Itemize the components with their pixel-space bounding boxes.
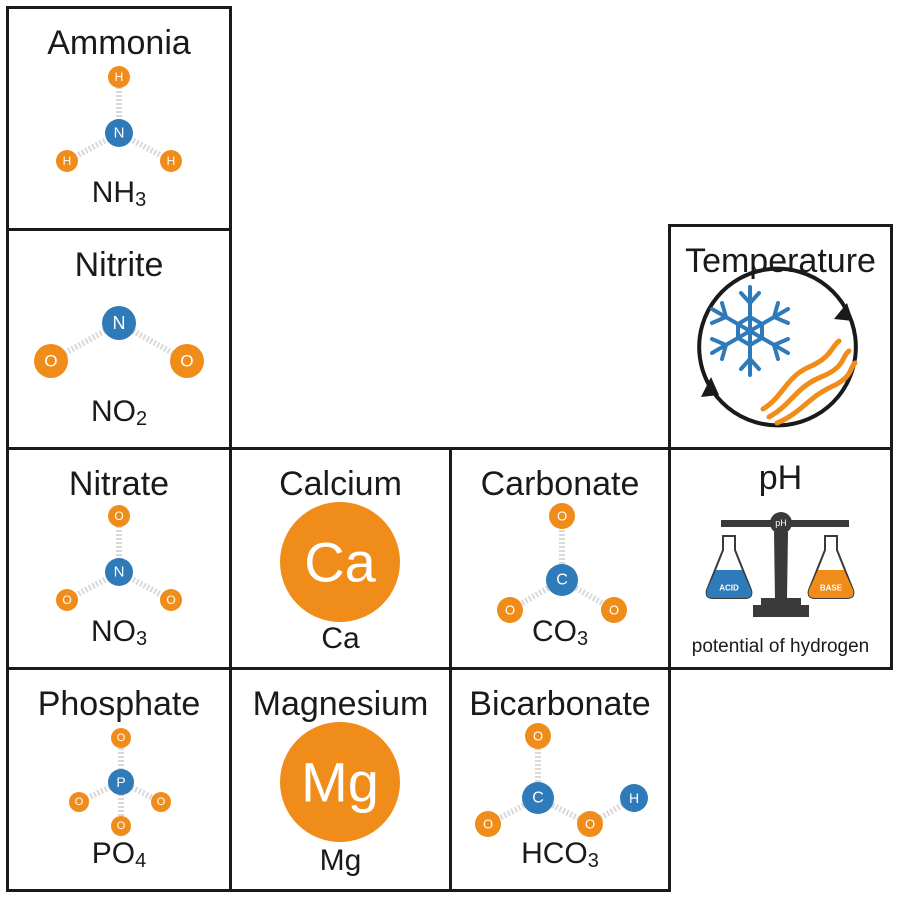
- snowflake-heat-cycle-icon: [697, 266, 858, 428]
- nitrate-title: Nitrate: [68, 465, 170, 503]
- magnesium-title: Magnesium: [252, 685, 429, 723]
- phosphate-title: Phosphate: [37, 685, 201, 723]
- ammonia-atom-b: H: [63, 154, 72, 168]
- carbonate-molecule-icon: C O O O: [497, 503, 627, 623]
- calcium-element-icon: Ca: [280, 502, 400, 622]
- calcium-symbol: Ca: [304, 531, 376, 594]
- phosphate-formula: PO4: [91, 837, 147, 872]
- magnesium-formula: Mg: [319, 844, 362, 877]
- phosphate-atom-d: O: [157, 796, 166, 808]
- nitrite-atom-center: N: [113, 313, 126, 333]
- ammonia-atom-center: N: [114, 125, 125, 142]
- balance-scale-icon: pH ACID BASE: [705, 512, 855, 617]
- ammonia-title: Ammonia: [47, 24, 191, 62]
- cell-phosphate: Phosphate P O O O O PO4: [6, 667, 232, 892]
- magnesium-element-icon: Mg: [280, 722, 400, 842]
- carbonate-atom-c: O: [609, 603, 619, 618]
- bicarbonate-atom-a: O: [533, 729, 543, 744]
- carbonate-atom-a: O: [557, 509, 567, 524]
- cell-magnesium: Magnesium Mg Mg: [229, 667, 452, 892]
- temperature-title: Temperature: [685, 242, 876, 280]
- nitrate-formula: NO3: [90, 615, 148, 650]
- base-label: BASE: [820, 584, 843, 593]
- cell-ph: pH pH ACID BASE potential of hydrogen: [668, 447, 893, 670]
- ammonia-formula: NH3: [91, 176, 147, 211]
- phosphate-atom-center: P: [116, 774, 125, 790]
- cell-carbonate: Carbonate C O O O CO3: [449, 447, 671, 670]
- bicarbonate-atom-c: O: [585, 817, 595, 832]
- ph-caption: potential of hydrogen: [691, 636, 870, 657]
- bicarbonate-atom-d: H: [629, 790, 639, 806]
- ph-title: pH: [758, 459, 803, 497]
- nitrite-formula: NO2: [90, 395, 148, 430]
- nitrite-atom-a: O: [44, 352, 57, 371]
- cell-bicarbonate: Bicarbonate C O O O H HCO3: [449, 667, 671, 892]
- nitrite-title: Nitrite: [74, 246, 164, 284]
- calcium-formula: Ca: [321, 622, 360, 655]
- phosphate-atom-b: O: [117, 820, 126, 832]
- nitrite-atom-b: O: [180, 352, 193, 371]
- bicarbonate-title: Bicarbonate: [469, 685, 651, 723]
- nitrate-molecule-icon: N O O O: [56, 505, 182, 611]
- nitrite-molecule-icon: N O O: [34, 306, 204, 378]
- carbonate-formula: CO3: [531, 615, 589, 650]
- nitrate-atom-c: O: [166, 593, 175, 607]
- phosphate-atom-a: O: [117, 732, 126, 744]
- phosphate-molecule-icon: P O O O O: [69, 728, 171, 836]
- ph-scale-label: pH: [775, 518, 787, 528]
- ammonia-atom-a: H: [115, 70, 124, 84]
- cell-nitrite: Nitrite N O O NO2: [6, 228, 232, 450]
- cell-calcium: Calcium Ca Ca: [229, 447, 452, 670]
- carbonate-atom-b: O: [505, 603, 515, 618]
- bicarbonate-molecule-icon: C O O O H: [475, 723, 648, 837]
- cell-ammonia: Ammonia N H H H NH3: [6, 6, 232, 231]
- carbonate-atom-center: C: [556, 572, 568, 589]
- bicarbonate-formula: HCO3: [521, 837, 599, 872]
- ammonia-atom-c: H: [167, 154, 176, 168]
- nitrate-atom-a: O: [114, 509, 123, 523]
- nitrate-atom-center: N: [114, 564, 125, 581]
- bicarbonate-atom-b: O: [483, 817, 493, 832]
- ammonia-molecule-icon: N H H H: [56, 66, 182, 172]
- acid-label: ACID: [719, 584, 739, 593]
- base-flask-icon: BASE: [807, 535, 855, 599]
- calcium-title: Calcium: [279, 465, 402, 503]
- bicarbonate-atom-center: C: [532, 790, 544, 807]
- cell-nitrate: Nitrate N O O O NO3: [6, 447, 232, 670]
- acid-flask-icon: ACID: [705, 535, 753, 599]
- carbonate-title: Carbonate: [480, 465, 640, 503]
- nitrate-atom-b: O: [62, 593, 71, 607]
- cell-temperature: Temperature: [668, 224, 893, 450]
- phosphate-atom-c: O: [75, 796, 84, 808]
- magnesium-symbol: Mg: [301, 751, 379, 814]
